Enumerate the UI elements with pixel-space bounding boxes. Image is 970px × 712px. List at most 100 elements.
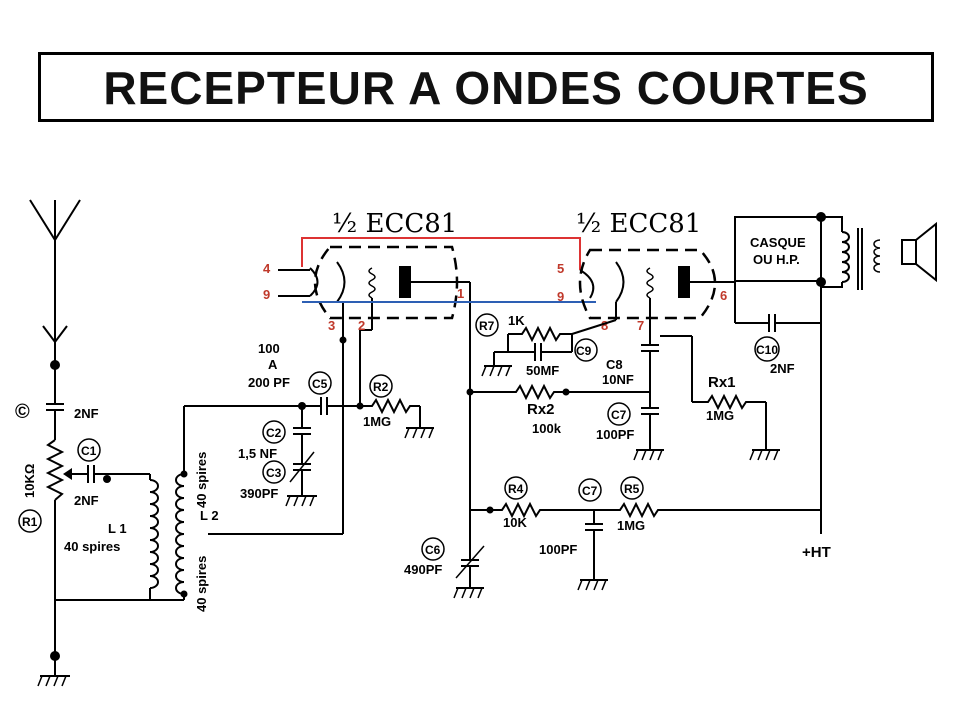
c9-label: C9 xyxy=(576,344,592,358)
label-200pf: 200 PF xyxy=(248,375,290,390)
c3-value: 390PF xyxy=(240,486,278,501)
right-tube-envelope xyxy=(578,248,717,320)
left-tube-label: ½ ECC81 xyxy=(332,209,457,239)
r7-value: 1K xyxy=(508,313,525,328)
c1-label: C1 xyxy=(81,444,97,458)
pin-6: 6 xyxy=(720,288,727,303)
ht-label: +HT xyxy=(802,544,831,561)
headphone-box xyxy=(734,216,822,282)
c-symbol: © xyxy=(15,401,30,423)
transformer-secondary xyxy=(873,239,881,273)
capacitor-c10 xyxy=(735,314,821,332)
c9-value: 50MF xyxy=(526,363,559,378)
c3-label: C3 xyxy=(266,466,282,480)
c7-upper-label: C7 xyxy=(611,408,627,422)
c7-lower-value: 100PF xyxy=(539,542,577,557)
r4-label: R4 xyxy=(508,482,524,496)
c2-label: C2 xyxy=(266,426,282,440)
c-value: 2NF xyxy=(74,406,99,421)
pin-1: 1 xyxy=(457,286,464,301)
rx2-label: Rx2 xyxy=(527,401,555,418)
pin-8: 8 xyxy=(601,318,608,333)
transformer-coil xyxy=(841,231,850,283)
casque-label: CASQUE xyxy=(750,235,806,250)
r2-value: 1MG xyxy=(363,414,391,429)
capacitor-c3-variable xyxy=(289,451,315,496)
left-tube-envelope xyxy=(313,245,459,320)
rx1-value: 1MG xyxy=(706,408,734,423)
l2-turns-top: 40 spires xyxy=(194,452,209,508)
r1-value: 10KΩ xyxy=(22,464,37,498)
c8-value: 10NF xyxy=(602,372,634,387)
pin-5: 5 xyxy=(557,261,564,276)
resistor-r2 xyxy=(360,397,434,439)
capacitor-c6-variable xyxy=(453,545,485,599)
left-heater xyxy=(309,267,319,297)
c1-value: 2NF xyxy=(74,493,99,508)
right-plate xyxy=(678,266,690,298)
r5-value: 1MG xyxy=(617,518,645,533)
c7-lower-label: C7 xyxy=(582,484,598,498)
r4-value: 10K xyxy=(503,515,527,530)
l2-label: L 2 xyxy=(200,508,219,523)
r2-label: R2 xyxy=(373,380,389,394)
ground-icon xyxy=(481,351,512,377)
l1-coil xyxy=(149,474,159,600)
c10-value: 2NF xyxy=(770,361,795,376)
capacitor-c7-lower xyxy=(577,510,608,591)
c5-label: C5 xyxy=(312,377,328,391)
resistor-rx2 xyxy=(470,383,650,401)
resistor-r5 xyxy=(594,501,821,519)
capacitor-c1 xyxy=(72,465,150,483)
capacitor-c xyxy=(46,365,64,440)
capacitor-c9 xyxy=(508,343,572,361)
l2-turns-bottom: 40 spires xyxy=(194,556,209,612)
l1-turns: 40 spires xyxy=(64,539,120,554)
pin-7: 7 xyxy=(637,318,644,333)
ground-icon xyxy=(37,656,70,687)
left-cathode xyxy=(336,261,346,303)
pin-2: 2 xyxy=(358,318,365,333)
capacitor-c5 xyxy=(302,397,360,415)
speaker-icon xyxy=(901,221,937,283)
left-plate xyxy=(399,266,411,298)
ground-icon xyxy=(285,495,317,507)
rx2-value: 100k xyxy=(532,421,562,436)
antenna-icon xyxy=(29,199,81,365)
c6-value: 490PF xyxy=(404,562,442,577)
right-tube-label: ½ ECC81 xyxy=(576,209,701,239)
c8-label: C8 xyxy=(606,357,623,372)
rx1-label: Rx1 xyxy=(708,374,736,391)
right-grid xyxy=(646,267,654,299)
c10-label: C10 xyxy=(756,343,778,357)
diagram-title: RECEPTEUR A ONDES COURTES xyxy=(103,62,869,114)
pin-4: 4 xyxy=(263,261,271,276)
c7-upper-value: 100PF xyxy=(596,427,634,442)
right-cathode xyxy=(615,261,625,303)
pin-9-left: 9 xyxy=(263,287,270,302)
title-box: RECEPTEUR A ONDES COURTES xyxy=(38,52,934,122)
r1-label: R1 xyxy=(22,515,38,529)
right-heater xyxy=(579,269,595,299)
l1-label: L 1 xyxy=(108,521,127,536)
resistor-r7 xyxy=(508,325,572,343)
label-100: 100 xyxy=(258,341,280,356)
resistor-rx1 xyxy=(692,393,780,461)
resistor-r4 xyxy=(490,501,594,519)
c6-label: C6 xyxy=(425,543,441,557)
r1-potentiometer xyxy=(45,439,72,600)
left-grid xyxy=(368,267,376,299)
r5-label: R5 xyxy=(624,482,640,496)
r7-label: R7 xyxy=(479,319,495,333)
capacitor-c2 xyxy=(293,406,311,464)
label-a: A xyxy=(268,357,278,372)
pin-9-right: 9 xyxy=(557,289,564,304)
c2-value: 1,5 NF xyxy=(238,446,277,461)
capacitor-c8 xyxy=(641,344,659,408)
l2-coil xyxy=(175,406,185,600)
capacitor-c7-upper xyxy=(633,407,664,461)
pin-3: 3 xyxy=(328,318,335,333)
casque-label-2: OU H.P. xyxy=(753,252,800,267)
heater-wire-red xyxy=(301,237,581,270)
